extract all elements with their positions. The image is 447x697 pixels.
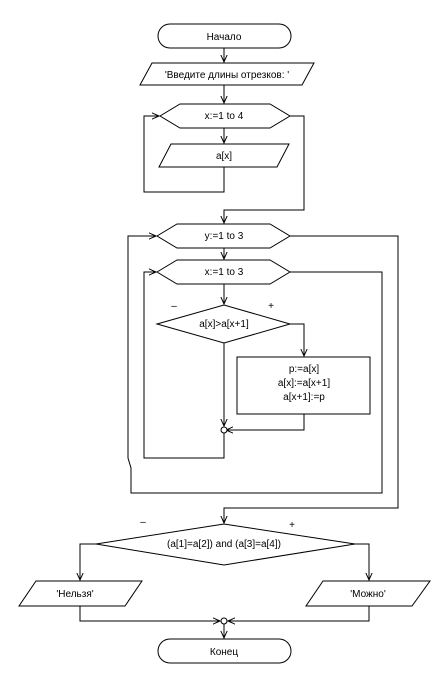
- compare-yes-branch: [290, 323, 304, 356]
- output-no-merge: [79, 606, 220, 621]
- inner-loop-label: x:=1 to 3: [205, 267, 244, 278]
- output-yes-label: 'Можно': [350, 589, 386, 600]
- output-no-label: 'Нельзя': [56, 589, 93, 600]
- loop1-label: x:=1 to 4: [205, 111, 244, 122]
- compare-yes-label: +: [268, 301, 274, 312]
- input-prompt-shape: [139, 62, 315, 86]
- final-no-label: –: [140, 517, 146, 528]
- merge-point-inner: [220, 426, 228, 434]
- end-terminator: [157, 638, 292, 664]
- input-array-shape: [158, 143, 290, 168]
- compare-condition-label: a[x]>a[x+1]: [199, 319, 249, 330]
- final-yes-label: +: [289, 520, 295, 531]
- input-array-label: a[x]: [216, 151, 232, 162]
- loop1-exit: [224, 115, 305, 223]
- swap-line-3: a[x+1]:=p: [283, 392, 325, 403]
- swap-line-2: a[x]:=a[x+1]: [278, 378, 330, 389]
- swap-process-box: [236, 356, 371, 415]
- input-prompt-label: 'Введите длины отрезков: ': [165, 70, 289, 81]
- start-label: Начало: [207, 32, 242, 43]
- outer-loop-label: y:=1 to 3: [205, 231, 244, 242]
- loop1-back-edge: [143, 116, 225, 193]
- output-yes-merge: [228, 606, 370, 621]
- compare-no-label: –: [171, 301, 177, 312]
- inner-loop-back-edge: [143, 272, 225, 459]
- output-no-shape: [18, 580, 143, 607]
- swap-merge: [226, 414, 305, 430]
- swap-line-1: p:=a[x]: [289, 364, 320, 375]
- output-yes-shape: [305, 580, 431, 607]
- end-label: Конец: [210, 647, 238, 658]
- merge-point-final: [220, 617, 228, 625]
- final-condition-label: (a[1]=a[2]) and (a[3]=a[4]): [167, 539, 281, 550]
- outer-loop-exit: [224, 235, 399, 523]
- inner-loop-exit: [127, 236, 383, 494]
- final-yes-branch: [355, 543, 369, 580]
- final-no-branch: [80, 543, 96, 580]
